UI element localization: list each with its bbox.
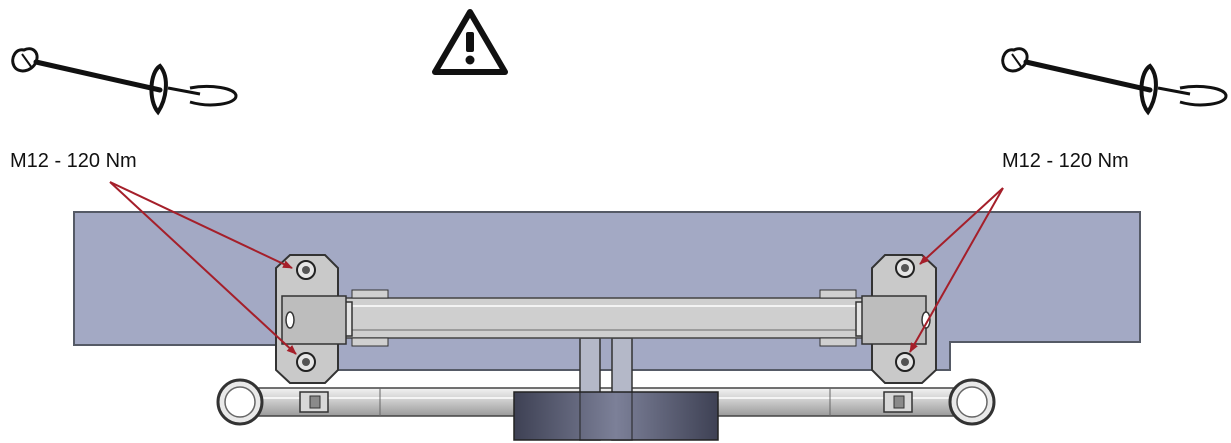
bolt-left-top	[296, 260, 316, 280]
torque-wrench-icon-left	[11, 47, 238, 116]
torque-wrench-icon-right	[1001, 47, 1228, 116]
right-mounting-bracket	[861, 254, 937, 384]
warning-triangle-icon	[432, 9, 508, 75]
bolt-left-bottom	[296, 352, 316, 372]
crossbar	[319, 289, 901, 347]
center-hitch-block	[513, 337, 719, 441]
mounting-plate	[73, 211, 1141, 371]
bolt-right-top	[895, 258, 915, 278]
arrow-left-bottom	[109, 181, 297, 355]
torque-label-left: M12 - 120 Nm	[10, 150, 137, 172]
arrow-left-top	[109, 181, 293, 269]
torque-label-right: M12 - 120 Nm	[1002, 150, 1129, 172]
arrow-right-bottom	[909, 187, 1004, 353]
bolt-right-bottom	[895, 352, 915, 372]
arrow-right-top	[919, 187, 1004, 265]
